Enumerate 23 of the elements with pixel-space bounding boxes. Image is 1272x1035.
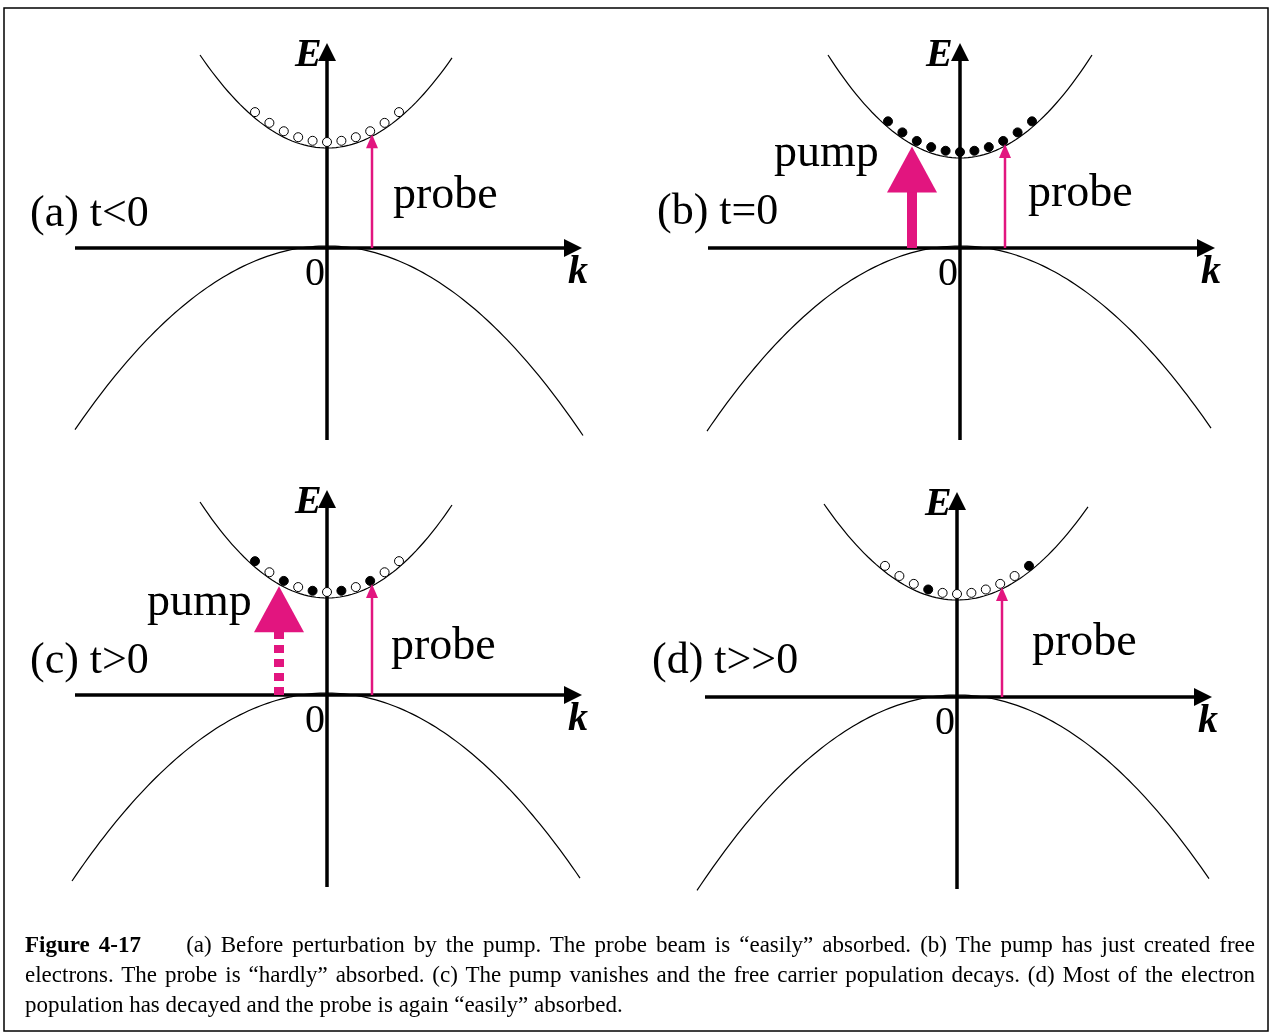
beam-label: pump <box>774 128 879 174</box>
panel-label: (b) t=0 <box>657 188 779 232</box>
axis-label: E <box>295 33 322 73</box>
beam-label: probe <box>1028 168 1133 214</box>
axis-label: k <box>1198 699 1218 739</box>
axis-label: E <box>295 480 322 520</box>
origin-label: 0 <box>935 701 955 741</box>
panel-label: (c) t>0 <box>30 637 149 681</box>
panel-label: (a) t<0 <box>30 190 149 234</box>
origin-label: 0 <box>305 699 325 739</box>
beam-label: pump <box>147 577 252 623</box>
axis-label: E <box>925 482 952 522</box>
beam-label: probe <box>1032 617 1137 663</box>
beam-label: probe <box>393 170 498 216</box>
axis-label: k <box>1201 250 1221 290</box>
panel-label: (d) t>>0 <box>652 637 799 681</box>
axis-label: k <box>568 250 588 290</box>
axis-label: E <box>926 33 953 73</box>
beam-label: probe <box>391 621 496 667</box>
origin-label: 0 <box>938 252 958 292</box>
figure-caption: Figure 4-17 (a) Before perturbation by the pump. The probe beam is “easily” absorbed. (b) The pump has just created free electrons. The probe is “hardly” absorbed. (c) The pump vanishes and the free carrier population decays. (d) Most of the electron population has decayed and the probe is again “easily” absorbed. <box>25 931 1255 1019</box>
origin-label: 0 <box>305 252 325 292</box>
axis-label: k <box>568 697 588 737</box>
